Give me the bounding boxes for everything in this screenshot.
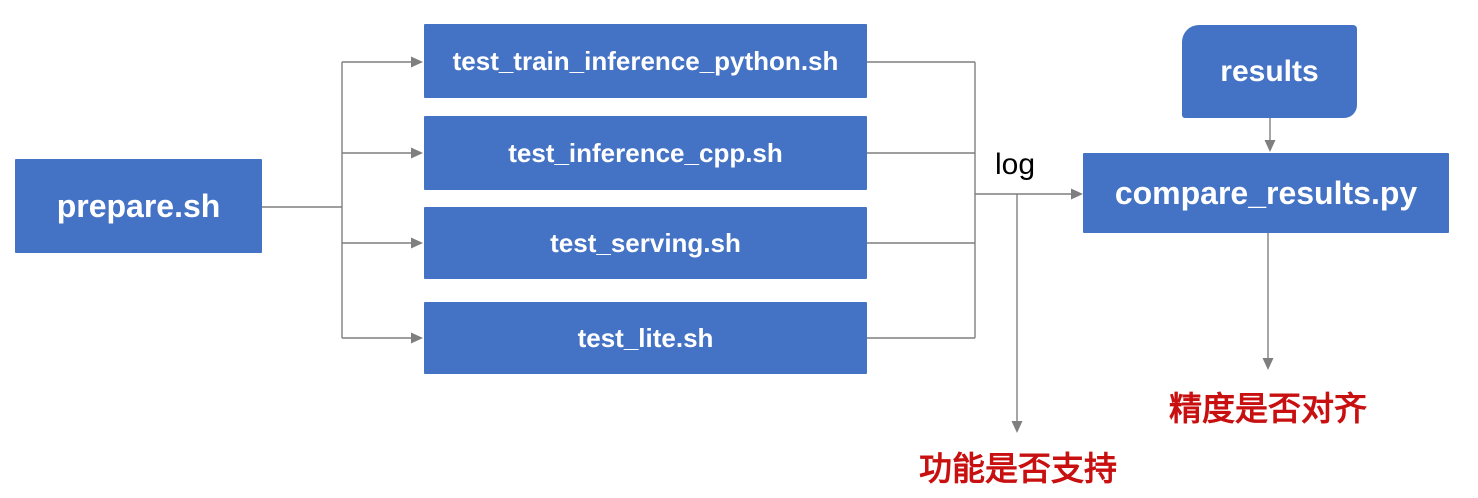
arrowhead-test-lite — [411, 332, 423, 344]
node-results-label: results — [1220, 54, 1319, 88]
arrowhead-test-train — [411, 56, 423, 68]
arrowhead-test-serving — [411, 237, 423, 249]
node-test-inference-cpp-sh: test_inference_cpp.sh — [424, 116, 867, 190]
node-compare-results-py: compare_results.py — [1083, 153, 1449, 233]
node-test-lite-sh-label: test_lite.sh — [577, 322, 714, 353]
node-prepare-sh-label: prepare.sh — [56, 187, 221, 224]
node-test-inference-cpp-sh-label: test_inference_cpp.sh — [508, 137, 783, 168]
annotation-functionality-supported: 功能是否支持 — [919, 450, 1117, 487]
arrowhead-accuracy — [1262, 358, 1274, 370]
annotation-accuracy-aligned: 精度是否对齐 — [1169, 390, 1367, 427]
node-test-train-inference-python-sh-label: test_train_inference_python.sh — [452, 45, 839, 76]
node-prepare-sh: prepare.sh — [15, 159, 262, 253]
node-test-train-inference-python-sh: test_train_inference_python.sh — [424, 24, 867, 98]
arrowhead-functionality — [1011, 421, 1023, 433]
node-results: results — [1182, 25, 1357, 118]
node-test-lite-sh: test_lite.sh — [424, 302, 867, 374]
node-test-serving-sh: test_serving.sh — [424, 207, 867, 279]
edge-label-log: log — [994, 148, 1036, 181]
node-compare-results-py-label: compare_results.py — [1114, 174, 1418, 211]
node-test-serving-sh-label: test_serving.sh — [550, 227, 741, 258]
arrowhead-results-compare — [1264, 140, 1276, 152]
arrowhead-compare — [1071, 188, 1083, 200]
arrowhead-test-cpp — [411, 147, 423, 159]
